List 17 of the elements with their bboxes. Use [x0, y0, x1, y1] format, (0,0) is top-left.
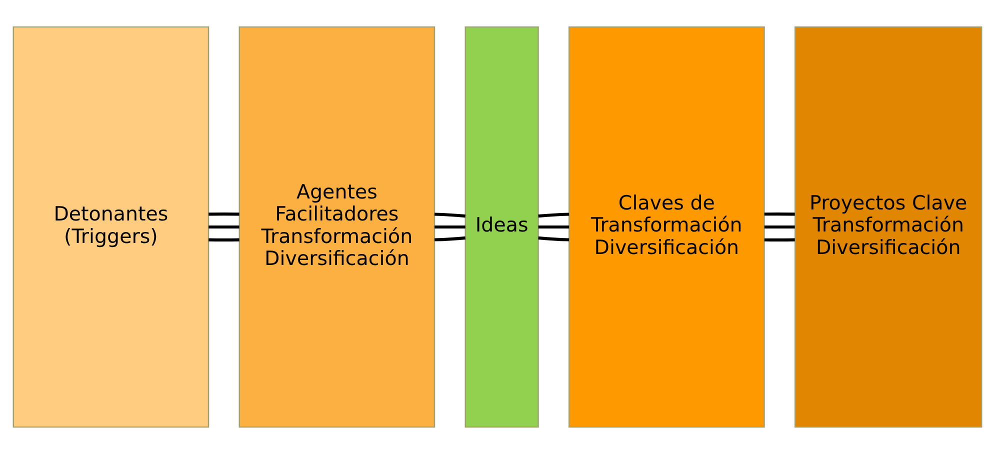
node-box: Claves de Transformación Diversificación	[568, 26, 765, 428]
connector	[208, 212, 240, 216]
connector	[434, 212, 466, 218]
node-box: Ideas	[464, 26, 539, 428]
connector	[538, 212, 570, 218]
connector	[764, 212, 795, 216]
connector	[434, 236, 466, 241]
node-box: Agentes Facilitadores Transformación Diversificación	[238, 26, 436, 428]
node-box: Proyectos Clave Transformación Diversificación	[794, 26, 982, 428]
connector	[208, 224, 240, 228]
connector	[764, 224, 795, 228]
connector	[434, 224, 466, 228]
connector	[538, 236, 570, 241]
connector	[764, 238, 795, 241]
connector	[538, 224, 570, 228]
connector	[208, 238, 240, 241]
node-box: Detonantes (Triggers)	[12, 26, 210, 428]
